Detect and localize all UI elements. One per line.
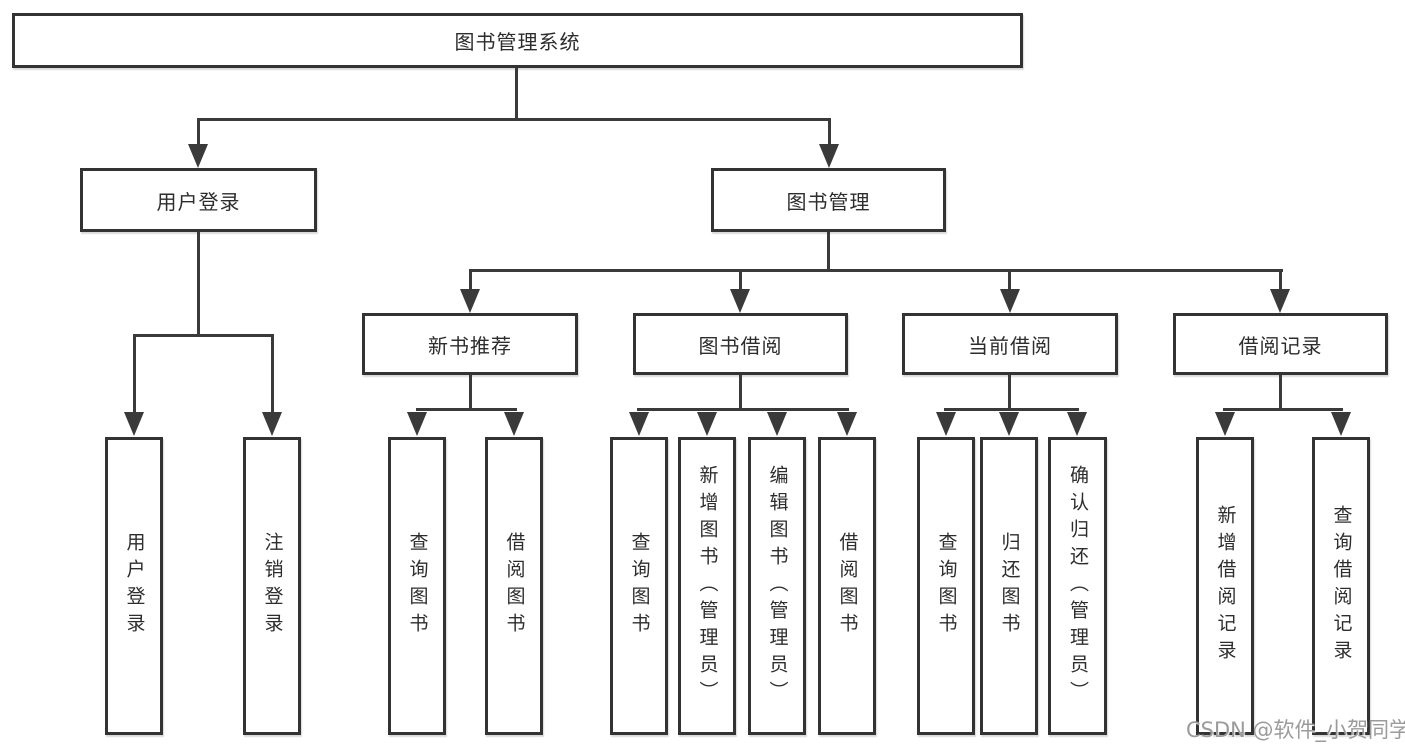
connector (197, 118, 831, 121)
arrow-down-icon (1331, 412, 1351, 436)
connector (827, 232, 830, 272)
leaf-borrow-books-borrowing-label: 借阅图书 (836, 532, 859, 640)
leaf-return-book: 归还图书 (980, 437, 1038, 735)
leaf-query-books-current: 查询图书 (917, 437, 975, 735)
arrow-down-icon (697, 412, 717, 436)
arrow-down-icon (1215, 412, 1235, 436)
connector (197, 232, 200, 337)
connector (416, 408, 517, 411)
connector (944, 408, 1079, 411)
node-current-borrowing: 当前借阅 (902, 313, 1118, 375)
node-user-login: 用户登录 (80, 168, 317, 232)
node-book-borrowing-label: 图书借阅 (698, 333, 783, 358)
leaf-user-login-label: 用户登录 (123, 532, 146, 640)
connector (1008, 269, 1011, 291)
leaf-edit-book-admin: 编辑图书（管理员） (748, 437, 806, 735)
leaf-query-books-borrowing-label: 查询图书 (628, 532, 651, 640)
connector (197, 118, 200, 146)
leaf-query-books-current-label: 查询图书 (935, 532, 958, 640)
leaf-borrow-books-recommend: 借阅图书 (485, 437, 543, 735)
connector (1279, 375, 1282, 411)
leaf-logout: 注销登录 (243, 437, 301, 735)
leaf-query-borrow-record-label: 查询借阅记录 (1330, 505, 1353, 667)
connector (828, 118, 831, 146)
leaf-borrow-books-borrowing: 借阅图书 (818, 437, 876, 735)
arrow-down-icon (460, 289, 480, 313)
connector (637, 408, 849, 411)
node-new-book-recommend-label: 新书推荐 (428, 333, 512, 358)
arrow-down-icon (504, 412, 524, 436)
connector (739, 375, 742, 411)
arrow-down-icon (837, 412, 857, 436)
arrow-down-icon (819, 144, 839, 168)
leaf-add-book-admin-label: 新增图书（管理员） (696, 464, 719, 708)
node-user-login-label: 用户登录 (156, 189, 241, 214)
arrow-down-icon (936, 412, 956, 436)
node-current-borrowing-label: 当前借阅 (968, 333, 1052, 358)
arrow-down-icon (1270, 289, 1290, 313)
arrow-down-icon (730, 289, 750, 313)
arrow-down-icon (1067, 412, 1087, 436)
node-borrowing-records: 借阅记录 (1173, 313, 1388, 375)
connector (1279, 269, 1282, 291)
leaf-query-borrow-record: 查询借阅记录 (1312, 437, 1370, 735)
arrow-down-icon (1000, 289, 1020, 313)
leaf-logout-label: 注销登录 (261, 532, 284, 640)
node-library-system-label: 图书管理系统 (454, 30, 581, 54)
leaf-edit-book-admin-label: 编辑图书（管理员） (766, 464, 789, 708)
connector (271, 334, 274, 414)
node-book-management: 图书管理 (711, 168, 946, 232)
leaf-query-books-recommend: 查询图书 (388, 437, 446, 735)
leaf-add-borrow-record-label: 新增借阅记录 (1214, 505, 1237, 667)
watermark: CSDN @软件_小贺同学 (1186, 718, 1405, 742)
leaf-borrow-books-recommend-label: 借阅图书 (503, 532, 526, 640)
leaf-query-books-recommend-label: 查询图书 (406, 532, 429, 640)
leaf-return-book-label: 归还图书 (998, 532, 1021, 640)
leaf-confirm-return-admin-label: 确认归还（管理员） (1067, 464, 1089, 708)
leaf-user-login: 用户登录 (105, 437, 163, 735)
leaf-add-book-admin: 新增图书（管理员） (678, 437, 736, 735)
connector (739, 269, 742, 291)
node-new-book-recommend: 新书推荐 (362, 313, 578, 375)
node-book-management-label: 图书管理 (786, 189, 871, 214)
connector (133, 334, 136, 414)
node-borrowing-records-label: 借阅记录 (1238, 333, 1323, 358)
connector (1223, 408, 1343, 411)
arrow-down-icon (262, 412, 282, 436)
arrow-down-icon (407, 412, 427, 436)
node-library-system: 图书管理系统 (12, 13, 1023, 68)
connector (469, 269, 1283, 272)
arrow-down-icon (767, 412, 787, 436)
leaf-query-books-borrowing: 查询图书 (610, 437, 668, 735)
arrow-down-icon (188, 144, 208, 168)
arrow-down-icon (124, 412, 144, 436)
leaf-add-borrow-record: 新增借阅记录 (1196, 437, 1254, 735)
connector (133, 334, 274, 337)
connector (469, 375, 472, 411)
node-book-borrowing: 图书借阅 (633, 313, 848, 375)
connector (1008, 375, 1011, 411)
connector (515, 68, 518, 120)
connector (469, 269, 472, 291)
arrow-down-icon (999, 412, 1019, 436)
leaf-confirm-return-admin: 确认归还（管理员） (1048, 437, 1107, 735)
arrow-down-icon (629, 412, 649, 436)
